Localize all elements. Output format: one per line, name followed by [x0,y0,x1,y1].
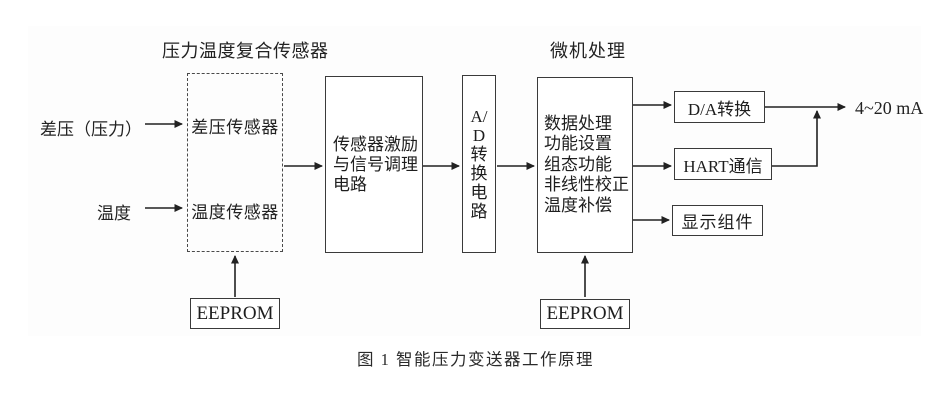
input-label-differential-pressure: 差压（压力） [40,120,142,139]
mcu-group-title: 微机处理 [550,41,626,61]
display-block: 显示组件 [672,205,763,236]
hart-block: HART通信 [674,148,772,180]
composite-sensor-block [187,73,283,252]
temp-sensor-label: 温度传感器 [191,203,279,222]
figure-caption: 图 1 智能压力变送器工作原理 [357,350,594,369]
output-current-label: 4~20 mA [855,98,924,118]
eeprom-mcu-block: EEPROM [540,299,630,329]
eeprom-sensor-block: EEPROM [190,298,280,329]
adc-block: A/ D 转 换 电 路 [462,75,496,253]
input-label-temperature: 温度 [97,204,131,223]
sensor-group-title: 压力温度复合传感器 [162,41,329,61]
mcu-block: 数据处理 功能设置 组态功能 非线性校正 温度补偿 [537,77,633,253]
dp-sensor-label: 差压传感器 [191,118,279,137]
signal-conditioning-block: 传感器激励 与信号调理 电路 [325,76,423,253]
dac-block: D/A转换 [674,91,765,123]
